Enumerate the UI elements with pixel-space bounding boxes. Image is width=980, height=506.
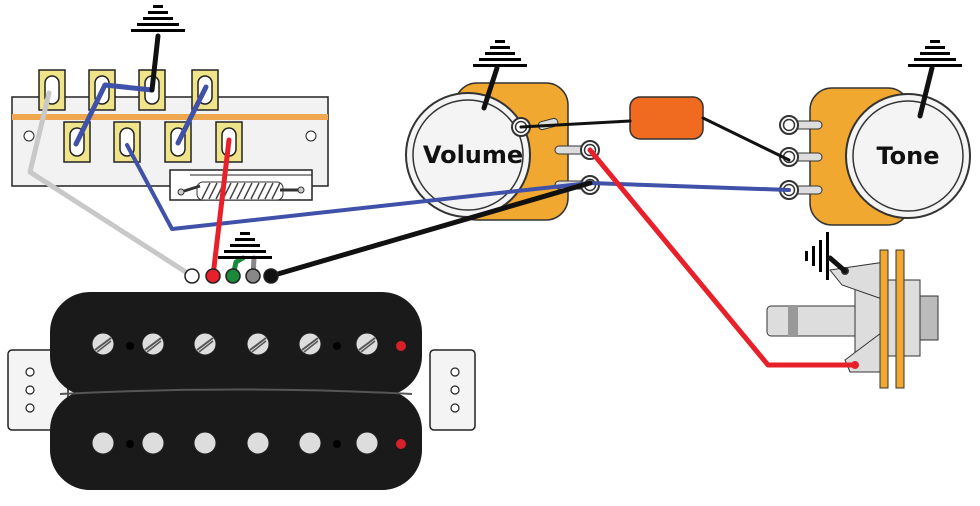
tone-pot: Tone [779,87,971,226]
pickup-lead-terminals [184,268,279,284]
output-jack [766,232,939,389]
ground-symbol-jack [805,232,829,280]
ground-symbol-switch [131,5,185,32]
ground-symbol-volume [473,40,527,67]
capacitor [629,96,704,140]
wires [27,33,935,368]
volume-pot: Volume [405,82,600,221]
ground-symbol-tone [908,40,962,67]
volume-label: Volume [423,141,523,169]
three-way-switch [11,69,329,201]
humbucker-pickup [7,292,476,490]
tone-label: Tone [876,142,939,170]
ground-symbol-pickup [218,232,272,259]
